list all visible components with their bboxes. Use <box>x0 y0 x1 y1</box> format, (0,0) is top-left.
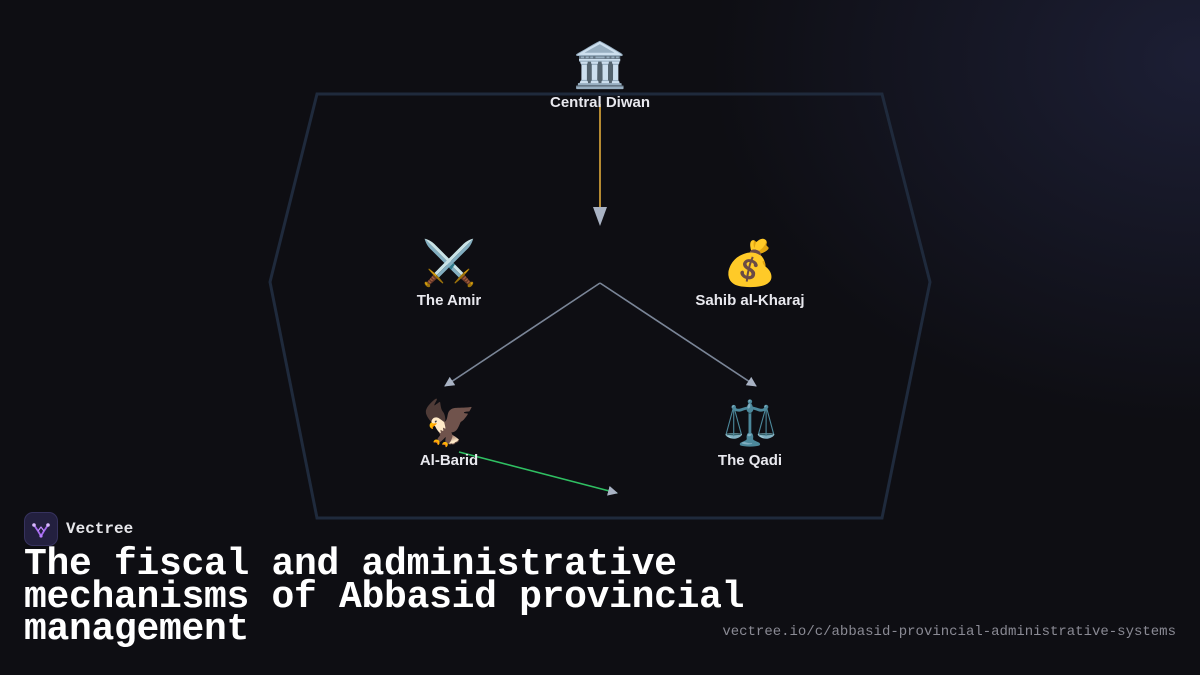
brand-name: Vectree <box>66 520 134 538</box>
source-url: vectree.io/c/abbasid-provincial-administ… <box>722 624 1176 640</box>
node-al-barid: 🦅 Al-Barid <box>359 398 539 470</box>
money-bag-icon: 💰 <box>722 238 778 289</box>
node-the-amir: ⚔️ The Amir <box>359 238 539 310</box>
crossed-swords-icon: ⚔️ <box>421 238 477 289</box>
node-label: Al-Barid <box>419 452 479 469</box>
node-label: Central Diwan <box>549 94 651 111</box>
edge-branch-left <box>444 282 601 387</box>
brand: Vectree <box>24 512 133 546</box>
page-title: The fiscal and administrative mechanisms… <box>24 543 745 651</box>
balance-scale-icon: ⚖️ <box>722 398 778 449</box>
node-the-qadi: ⚖️ The Qadi <box>660 398 840 470</box>
vectree-logo-icon <box>24 512 58 546</box>
node-label: The Qadi <box>717 452 783 469</box>
node-sahib-al-kharaj: 💰 Sahib al-Kharaj <box>660 238 840 310</box>
edge-barid <box>458 451 618 496</box>
classical-building-icon: 🏛️ <box>572 40 628 91</box>
edge-diwan-arrowhead <box>593 207 607 226</box>
node-central-diwan: 🏛️ Central Diwan <box>510 40 690 112</box>
node-label: Sahib al-Kharaj <box>695 292 805 309</box>
diagram-frame <box>268 92 932 520</box>
edge-branch-right <box>599 282 757 387</box>
eagle-icon: 🦅 <box>421 398 477 449</box>
node-label: The Amir <box>416 292 482 309</box>
